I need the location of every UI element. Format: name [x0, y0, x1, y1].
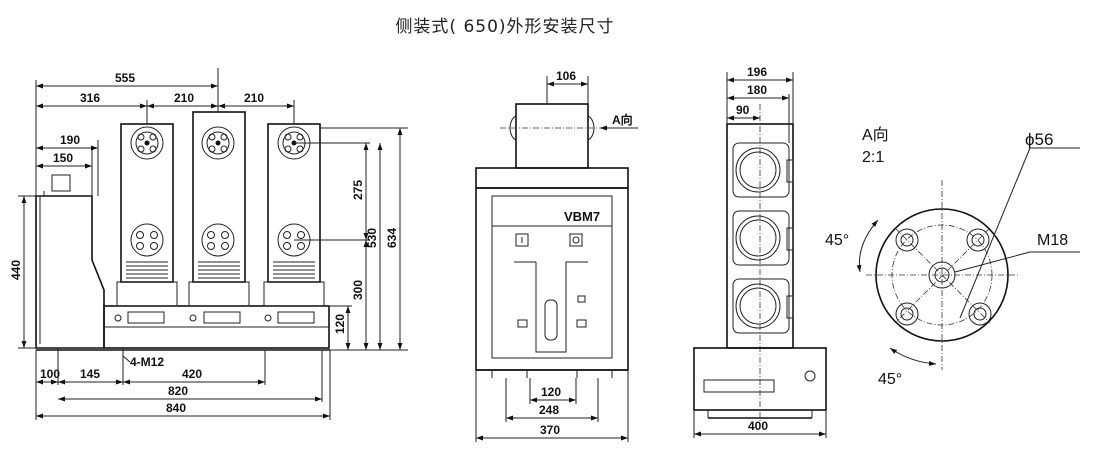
- dim-840: 840: [166, 401, 186, 415]
- dim-440: 440: [9, 260, 23, 280]
- dim-530: 530: [365, 228, 379, 248]
- dim-180: 180: [747, 83, 767, 97]
- dim-90: 90: [736, 103, 750, 117]
- side-pole-2: [188, 111, 250, 307]
- detail-angle-top: 45°: [825, 232, 849, 249]
- front-view: 106 A向 VBM7 120: [475, 69, 638, 442]
- dim-634: 634: [385, 228, 399, 248]
- side-cabinet: [35, 195, 105, 349]
- end-flange-1: [732, 142, 794, 198]
- front-top-band: [475, 167, 629, 189]
- dim-210a: 210: [174, 91, 194, 105]
- dim-316: 316: [80, 91, 100, 105]
- front-slot: [544, 299, 558, 341]
- front-button-on: [515, 233, 529, 247]
- dim-555: 555: [115, 71, 135, 85]
- side-base-window: [127, 311, 165, 324]
- dim-275: 275: [351, 180, 365, 200]
- side-base-window: [277, 311, 315, 324]
- detail-title: A向: [862, 126, 889, 144]
- drawing-title: 侧装式( 650)外形安装尺寸: [395, 17, 615, 37]
- dim-120-front: 120: [541, 385, 561, 399]
- dim-400: 400: [748, 419, 768, 433]
- side-base-hole: [264, 314, 272, 322]
- detail-scale: 2:1: [862, 149, 884, 166]
- side-pole-1: [116, 123, 178, 307]
- dim-150: 150: [53, 151, 73, 165]
- dim-300: 300: [351, 280, 365, 300]
- side-base-hole: [189, 314, 197, 322]
- end-flange-3: [732, 278, 794, 334]
- side-base-hole: [114, 314, 122, 322]
- dim-820: 820: [168, 384, 188, 398]
- dim-106: 106: [556, 69, 576, 83]
- front-top-post: [515, 103, 589, 169]
- dim-248: 248: [539, 403, 559, 417]
- detail-thread: M18: [1037, 232, 1068, 249]
- end-flange-2: [732, 210, 794, 266]
- dim-420: 420: [182, 367, 202, 381]
- side-base-window: [203, 311, 241, 324]
- end-base: [693, 347, 827, 411]
- dim-145: 145: [80, 367, 100, 381]
- dim-196: 196: [747, 65, 767, 79]
- side-view: 555 316 210 210 190 150 440 275 530 634 …: [9, 68, 408, 420]
- end-view: 196 180 90 400: [693, 65, 827, 438]
- side-pole-3: [263, 123, 325, 307]
- dim-190: 190: [60, 133, 80, 147]
- detail-angle-bottom: 45°: [878, 371, 902, 388]
- front-button-off: [569, 233, 583, 247]
- side-cabinet-knob: [51, 174, 71, 192]
- detail-diameter: ϕ56: [1025, 130, 1053, 149]
- dim-210b: 210: [244, 91, 264, 105]
- dim-100: 100: [40, 367, 60, 381]
- dim-120: 120: [333, 314, 347, 334]
- bolt-label: 4-M12: [130, 355, 164, 369]
- front-cabinet: [475, 187, 629, 371]
- arrow-a-label: A向: [612, 112, 633, 127]
- detail-view-a: A向 2:1 ϕ56 M18 45° 45°: [825, 126, 1080, 388]
- dim-370: 370: [540, 423, 560, 437]
- detail-flange-outer: [875, 208, 1009, 342]
- model-label: VBM7: [564, 209, 600, 224]
